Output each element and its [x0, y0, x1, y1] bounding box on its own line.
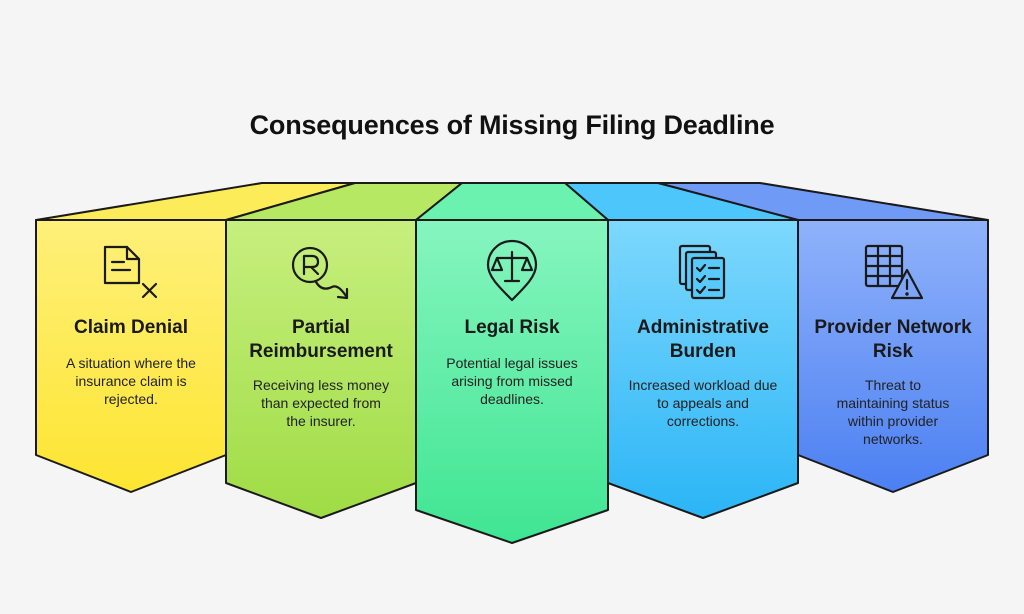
panel-2-heading: Partial Reimbursement [249, 317, 393, 362]
panel-5-description: Threat to maintaining status within prov… [836, 377, 950, 447]
panel-4-description: Increased workload due to appeals and co… [628, 377, 778, 429]
balance-scale-pin-icon [486, 239, 538, 302]
panel-legal-risk [415, 219, 609, 544]
table-warning-icon [864, 244, 924, 300]
panel-4-heading: Administrative Burden [637, 317, 769, 362]
panel-provider-network-risk [797, 219, 989, 493]
panel-1-description: A situation where the insurance claim is… [66, 355, 196, 407]
panel-5-heading: Provider Network Risk [814, 317, 972, 362]
currency-down-arrow-icon [291, 246, 349, 300]
page-title: Consequences of Missing Filing Deadline [249, 110, 775, 140]
document-x-icon [103, 245, 158, 299]
panel-1-heading: Claim Denial [73, 317, 189, 338]
panel-3-heading: Legal Risk [464, 317, 560, 338]
panel-3-description: Potential legal issues arising from miss… [446, 355, 578, 407]
panel-partial-reimbursement [225, 219, 417, 519]
panel-claim-denial [35, 219, 227, 493]
panel-2-description: Receiving less money than expected from … [252, 377, 390, 429]
stacked-checklist-icon [678, 244, 726, 300]
